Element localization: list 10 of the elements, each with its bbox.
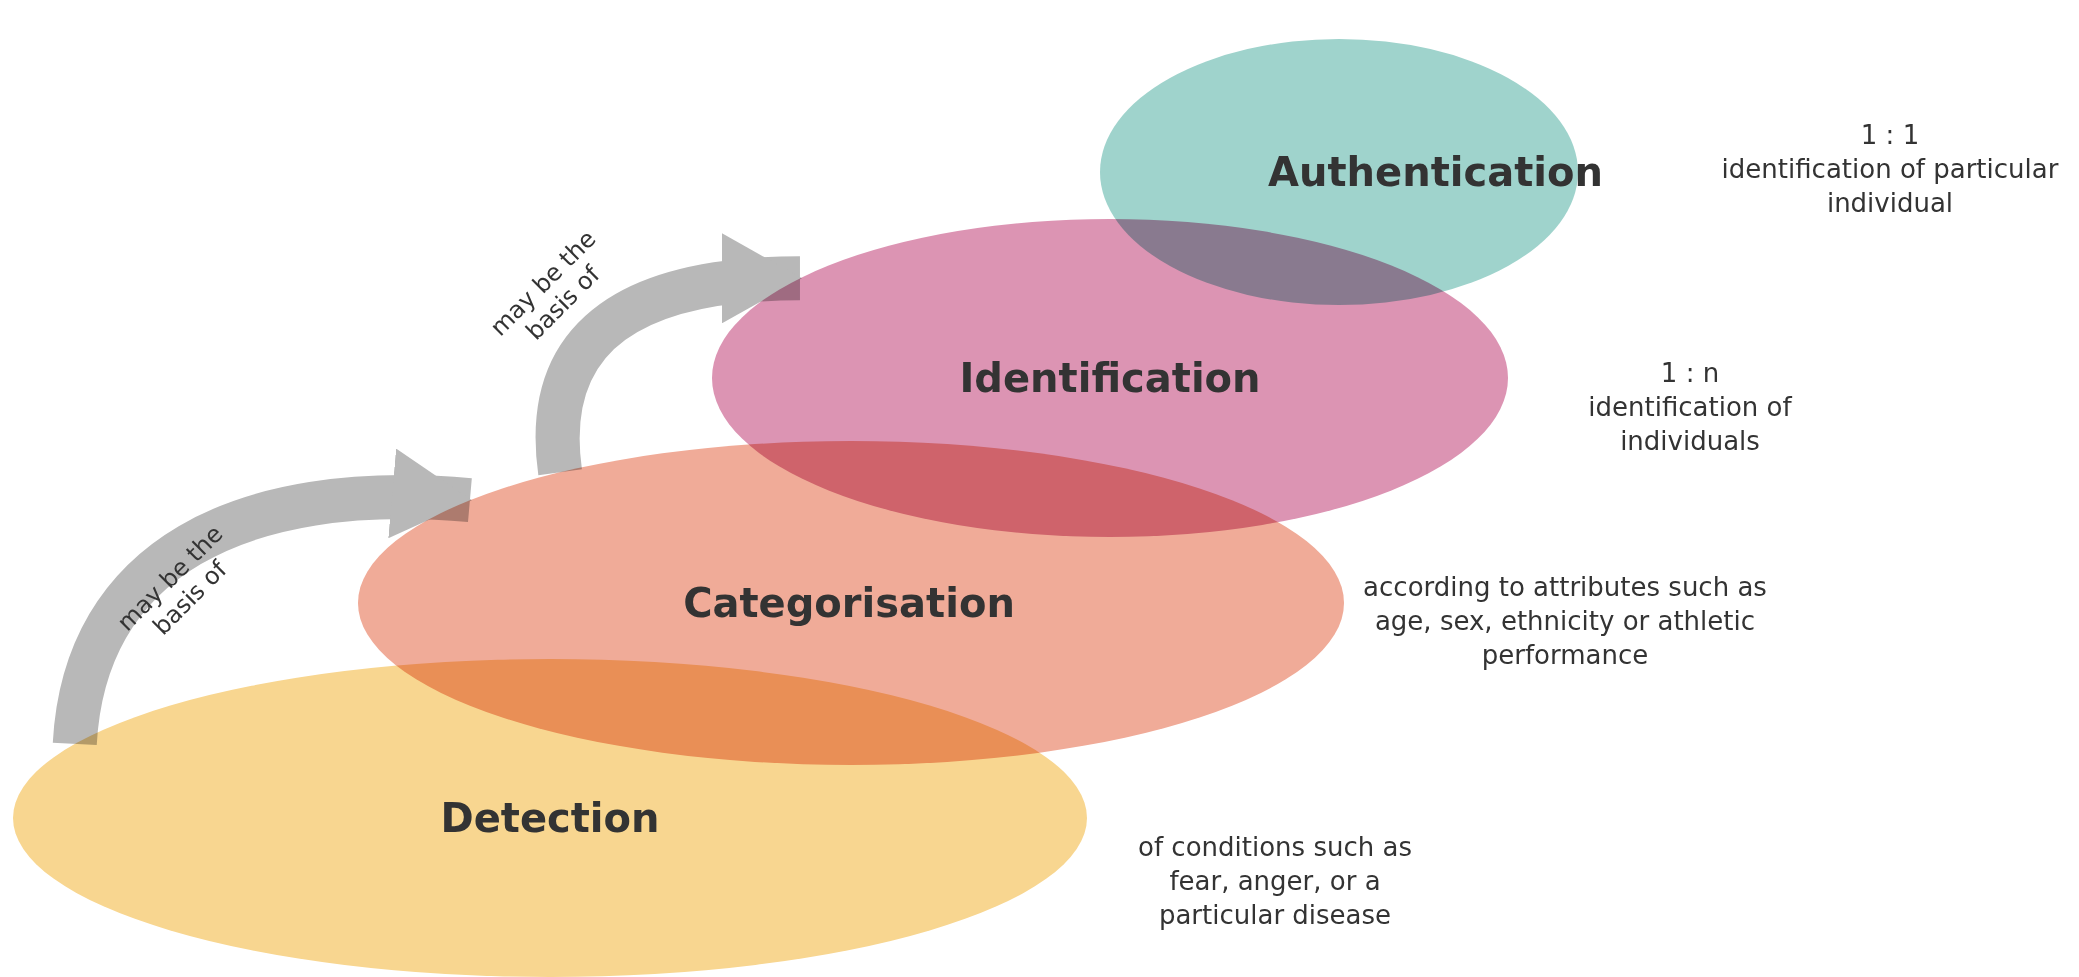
node-note: 1 : n — [1659, 357, 1721, 390]
node-title: Detection — [440, 795, 660, 841]
ellipse — [13, 659, 1087, 977]
node-title: Identification — [959, 355, 1261, 401]
node-note: 1 : 1 — [1859, 119, 1921, 152]
node-note: identification of particular individual — [1720, 153, 2060, 220]
node-note: according to attributes such as age, sex, ethnicity or athletic performance — [1362, 571, 1768, 672]
node-note: identification of individuals — [1587, 391, 1794, 458]
node-title: Categorisation — [683, 580, 1015, 626]
node-note: of conditions such as fear, anger, or a particular disease — [1137, 831, 1413, 932]
